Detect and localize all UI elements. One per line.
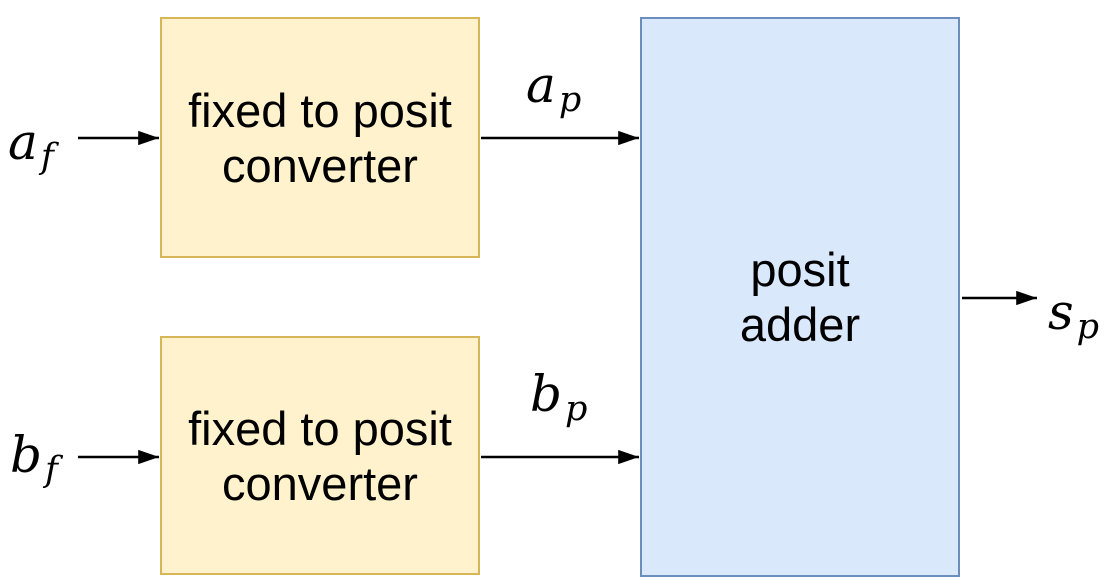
block-fixed-to-posit-converter-b: fixed to posit converter: [160, 336, 480, 575]
signal-bp-subscript: p: [565, 389, 588, 429]
converter-b-label: fixed to posit converter: [188, 401, 452, 511]
signal-label-ap: ap: [526, 60, 581, 118]
converter-b-label-line2: converter: [222, 456, 418, 510]
block-posit-adder: posit adder: [640, 17, 960, 577]
signal-bp-base: b: [530, 365, 563, 423]
signal-label-af: af: [8, 117, 54, 175]
converter-a-label-line1: fixed to posit: [188, 83, 452, 137]
converter-a-label: fixed to posit converter: [188, 83, 452, 193]
signal-label-bp: bp: [530, 369, 587, 427]
signal-bf-base: b: [10, 426, 43, 484]
adder-label: posit adder: [740, 242, 860, 352]
signal-af-base: a: [8, 113, 38, 171]
adder-label-line1: posit: [750, 243, 850, 296]
signal-af-subscript: f: [40, 137, 54, 177]
converter-b-label-line1: fixed to posit: [188, 401, 452, 455]
adder-label-line2: adder: [739, 298, 861, 351]
signal-label-sp: sp: [1048, 287, 1099, 345]
signal-sp-subscript: p: [1076, 307, 1100, 347]
converter-a-label-line2: converter: [222, 138, 418, 192]
signal-sp-base: s: [1048, 283, 1074, 341]
signal-ap-base: a: [526, 56, 556, 114]
signal-bf-subscript: f: [45, 450, 58, 490]
block-fixed-to-posit-converter-a: fixed to posit converter: [160, 17, 480, 258]
signal-label-bf: bf: [10, 430, 58, 488]
signal-ap-subscript: p: [558, 80, 582, 120]
